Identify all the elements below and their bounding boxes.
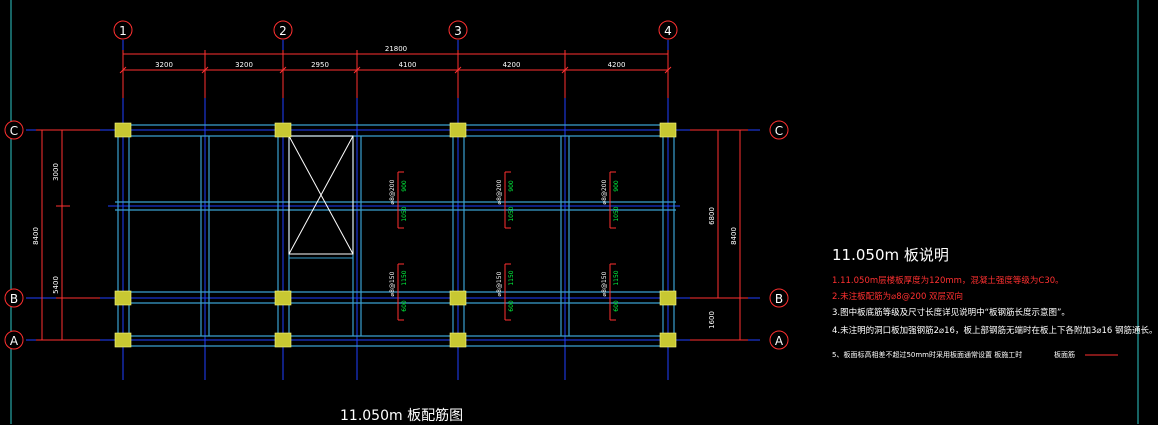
column	[449, 332, 467, 348]
rebar-spec: ⌀8@200	[389, 179, 396, 204]
rebar-len-top: 900	[613, 180, 620, 192]
rebar-len-bottom: 600	[401, 300, 408, 312]
dim-left-3000: 3000	[52, 163, 60, 181]
legend-label: 板面筋	[1054, 351, 1075, 359]
rebar-mark: ⌀8@150 1150 600	[389, 263, 408, 321]
column	[449, 290, 467, 306]
dim-top-span: 3200	[155, 61, 173, 69]
rebar-len-top: 1150	[401, 270, 408, 285]
axis-label-top: 3	[454, 24, 462, 38]
axis-label-side: B	[10, 292, 18, 306]
column	[114, 122, 132, 138]
column	[274, 332, 292, 348]
beams	[115, 124, 676, 347]
rebar-len-top: 900	[508, 180, 515, 192]
note-line-2: 2.未注板配筋为⌀8@200 双层双向	[832, 292, 964, 302]
axis-label-side: C	[775, 124, 783, 138]
dim-top-span: 4200	[608, 61, 626, 69]
column	[274, 290, 292, 306]
rebar-len-top: 1150	[613, 270, 620, 285]
axis-bubble-top	[448, 20, 468, 40]
rebar-len-bottom: 1050	[401, 206, 408, 221]
column	[114, 290, 132, 306]
rebar-len-bottom: 1050	[613, 206, 620, 221]
rebar-mark: ⌀8@150 1150 600	[496, 263, 515, 321]
axis-bubble-side	[4, 330, 24, 350]
notes-title: 11.050m 板说明	[832, 246, 949, 264]
rebar-len-bottom: 600	[613, 300, 620, 312]
axis-bubble-side	[4, 120, 24, 140]
dim-top-span: 4200	[503, 61, 521, 69]
drawing-title: 11.050m 板配筋图	[340, 408, 464, 424]
columns	[114, 122, 677, 348]
note-line-5: 5、板面标高相差不超过50mm时采用板面通常设置 板施工时	[832, 351, 1023, 359]
rebar-spec: ⌀8@150	[389, 271, 396, 296]
side-axis-bubbles: C C B B A A	[4, 120, 789, 350]
rebar-len-bottom: 1050	[508, 206, 515, 221]
axis-label-top: 2	[279, 24, 287, 38]
left-dimensions	[36, 129, 100, 341]
dim-top-span: 2950	[311, 61, 329, 69]
rebar-len-bottom: 600	[508, 300, 515, 312]
dim-top-span: 3200	[235, 61, 253, 69]
column	[274, 122, 292, 138]
dim-left-8400: 8400	[32, 227, 40, 245]
dim-right-6800: 6800	[708, 207, 716, 225]
column	[114, 332, 132, 348]
rebar-mark: ⌀8@200 900 1050	[601, 171, 620, 229]
rebar-mark: ⌀8@200 900 1050	[389, 171, 408, 229]
dim-right-1600: 1600	[708, 311, 716, 329]
column	[659, 332, 677, 348]
axis-bubble-top	[113, 20, 133, 40]
rebar-spec: ⌀8@200	[496, 179, 503, 204]
axis-label-top: 1	[119, 24, 127, 38]
rebar-spec: ⌀8@150	[496, 271, 503, 296]
axis-label-side: A	[10, 334, 19, 348]
axis-label-top: 4	[664, 24, 672, 38]
top-axis-bubbles: 1 2 3 4	[113, 20, 678, 40]
rebar-spec: ⌀8@150	[601, 271, 608, 296]
note-line-3: 3.图中板底筋等级及尺寸长度详见说明中“板钢筋长度示意图”。	[832, 308, 1070, 318]
rebar-len-top: 1150	[508, 270, 515, 285]
right-dimensions	[690, 129, 748, 341]
dim-top-span: 4100	[399, 61, 417, 69]
rebar-mark: ⌀8@150 1150 600	[601, 263, 620, 321]
rebar-mark: ⌀8@200 900 1050	[496, 171, 515, 229]
axis-label-side: B	[775, 292, 783, 306]
column	[449, 122, 467, 138]
axis-bubble-top	[658, 20, 678, 40]
axis-bubble-side	[769, 120, 789, 140]
column	[659, 290, 677, 306]
axis-bubble-side	[769, 330, 789, 350]
axis-label-side: C	[10, 124, 18, 138]
dim-top-total: 21800	[385, 45, 407, 53]
note-line-1: 1.11.050m层楼板厚度为120mm，混凝土强度等级为C30。	[832, 276, 1064, 286]
axis-bubble-side	[769, 288, 789, 308]
stair-opening	[288, 135, 354, 259]
top-dimensions: 3200 3200 2950 4100 4200 4200	[119, 50, 672, 98]
axis-bubble-side	[4, 288, 24, 308]
dim-left-5400: 5400	[52, 276, 60, 294]
rebar-len-top: 900	[401, 180, 408, 192]
dim-right-8400: 8400	[730, 227, 738, 245]
column	[659, 122, 677, 138]
axis-bubble-top	[273, 20, 293, 40]
rebar-spec: ⌀8@200	[601, 179, 608, 204]
axis-label-side: A	[775, 334, 784, 348]
note-line-4: 4.未注明的洞口板加强钢筋2⌀16，板上部钢筋无端时在板上下各附加3⌀16 钢筋…	[832, 326, 1158, 336]
